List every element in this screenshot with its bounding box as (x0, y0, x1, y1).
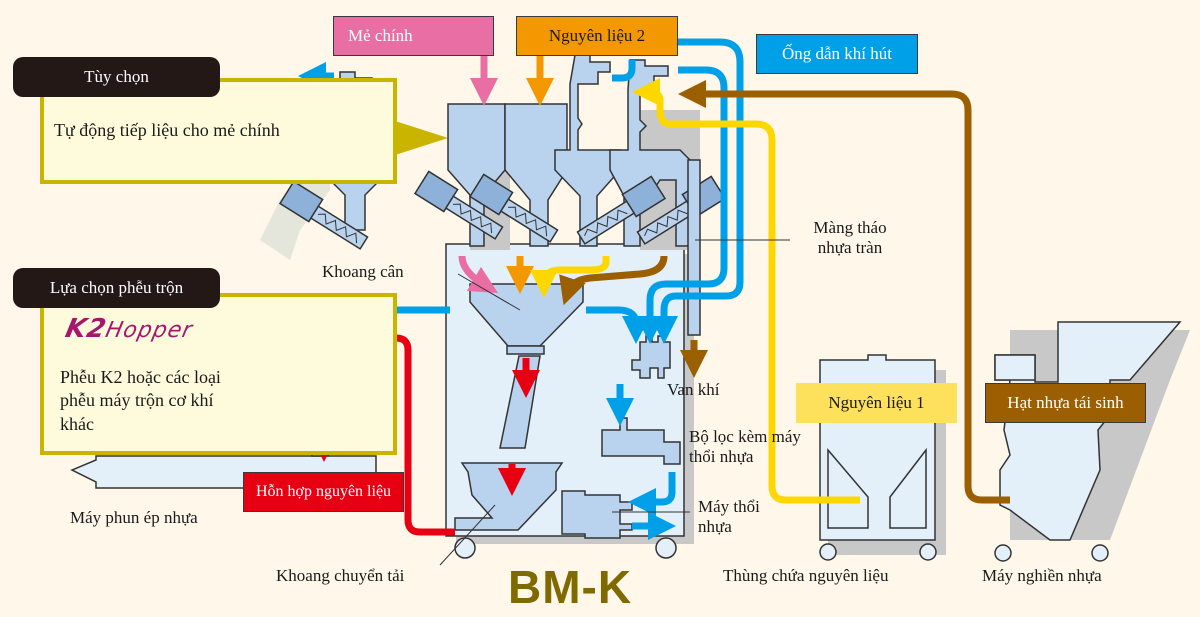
bmk-title: BM-K (508, 561, 633, 613)
crusher (994, 321, 1190, 562)
option-title: Tùy chọn (13, 57, 220, 97)
blower (561, 490, 633, 539)
tag-material-1: Nguyên liệu 1 (796, 383, 957, 423)
label-air-valve: Van khí (667, 380, 720, 399)
screw-feeder (413, 170, 504, 240)
tag-air-duct: Ống dẫn khí hút (756, 34, 918, 74)
caster-wheel (655, 537, 677, 559)
tag-regrind: Hạt nhựa tái sinh (985, 383, 1146, 423)
label-overflow-membrane: Màng tháo nhựa tràn (813, 218, 887, 258)
hopper-description: Phễu K2 hoặc các loại phễu máy trộn cơ k… (60, 367, 221, 434)
label-injection-machine: Máy phun ép nhựa (70, 508, 198, 527)
label-weighing-chamber: Khoang cân (322, 262, 404, 281)
hoppers (413, 54, 727, 336)
screw-feeder (468, 173, 559, 243)
material-2-hopper (504, 103, 568, 247)
overflow-tube (687, 159, 701, 336)
label-crusher: Máy nghiền nhựa (982, 566, 1102, 585)
hopper-loader-1 (554, 54, 621, 247)
regrind-lines (559, 80, 1010, 504)
hopper-panel (40, 293, 397, 455)
weighing-outlet (506, 345, 545, 355)
k2-logo-main: K2 (62, 314, 110, 344)
air-duct-lines (298, 38, 744, 540)
material-2-lines (506, 56, 554, 294)
label-filter-blower: Bộ lọc kèm máy thổi nhựa (689, 427, 801, 467)
option-description: Tự động tiếp liệu cho mẻ chính (54, 120, 280, 140)
label-blower: Máy thổi nhựa (698, 497, 760, 537)
option-pointer (392, 120, 448, 156)
k2-hopper-logo: K2Hopper (63, 314, 196, 344)
label-transfer-chamber: Khoang chuyển tải (276, 566, 405, 585)
tag-material-2: Nguyên liệu 2 (516, 16, 678, 56)
leader-lines (439, 239, 790, 566)
caster-wheel (454, 537, 476, 559)
tag-main-batch: Mẻ chính (333, 16, 494, 56)
material-1-lines (530, 78, 860, 504)
tag-mixed-material: Hỗn hợp nguyên liệu (243, 472, 404, 512)
k2-logo-sub: Hopper (103, 318, 196, 343)
screw-feeder (576, 175, 667, 245)
label-material-bin: Thùng chứa nguyên liệu (723, 566, 889, 585)
hopper-title: Lựa chọn phễu trộn (13, 268, 220, 308)
